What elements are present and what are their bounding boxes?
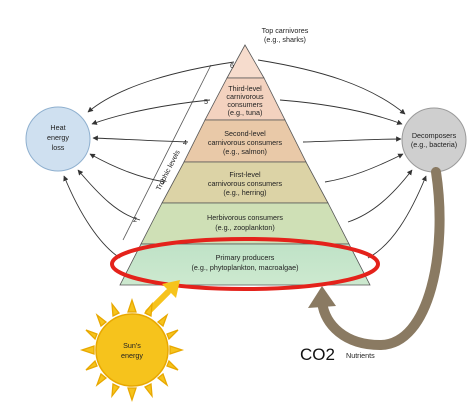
tier-third-label-3: consumers: [227, 100, 263, 109]
tier-second-label-2: carnivorous consumers: [208, 138, 283, 147]
nutrients-label: Nutrients: [346, 351, 375, 360]
heat-label-2: energy: [47, 133, 69, 142]
tier-third-label-4: (e.g., tuna): [228, 108, 263, 117]
top-carnivores-example: (e.g., sharks): [264, 35, 306, 44]
level-number-5: 5: [204, 97, 208, 106]
sun-label-1: Sun's: [123, 341, 141, 350]
tier-primary-label-1: Primary producers: [216, 253, 275, 262]
sun-energy: Sun's energy: [79, 280, 185, 403]
co2-label: CO2: [300, 345, 335, 364]
tier-third-label-2: carnivorous: [226, 92, 264, 101]
heat-label-3: loss: [52, 143, 65, 152]
sun-arrowhead: [162, 280, 180, 298]
tier-herb-label-1: Herbivorous consumers: [207, 213, 283, 222]
tier-first-label-1: First-level: [229, 170, 261, 179]
tier-first-label-3: (e.g., herring): [223, 188, 266, 197]
decomposers-label-2: (e.g., bacteria): [411, 140, 457, 149]
decomposers: Decomposers (e.g., bacteria): [401, 107, 467, 173]
tier-herb-label-2: (e.g., zooplankton): [215, 223, 275, 232]
tier-labels: Third-level carnivorous consumers (e.g.,…: [191, 84, 298, 272]
nutrients-arrowhead: [308, 286, 336, 308]
heat-energy-loss: Heat energy loss: [25, 106, 91, 172]
decomposer-arrows: [257, 59, 427, 259]
heat-loss-arrows: [63, 61, 235, 259]
tier-primary-producers: [119, 243, 371, 286]
primary-producers-highlight: [110, 237, 380, 291]
heat-circle: [25, 106, 91, 172]
heat-label-1: Heat: [50, 123, 65, 132]
tier-third-label-1: Third-level: [228, 84, 262, 93]
tier-second-label-1: Second-level: [224, 129, 266, 138]
decomposers-label-1: Decomposers: [412, 131, 457, 140]
tier-primary-label-2: (e.g., phytoplankton, macroalgae): [191, 263, 298, 272]
top-carnivores-label: Top carnivores: [262, 26, 309, 35]
nutrients-arrow: Nutrients: [308, 167, 445, 360]
nutrients-arrow-body: [317, 167, 445, 351]
level-number-2: 2: [133, 215, 137, 224]
level-number-4: 4: [183, 138, 187, 147]
pyramid: [119, 44, 371, 286]
tier-first-label-2: carnivorous consumers: [208, 179, 283, 188]
sun-label-2: energy: [121, 351, 143, 360]
tier-second-label-3: (e.g., salmon): [223, 147, 267, 156]
sun-icon: [79, 297, 185, 403]
level-number-6: 6: [230, 61, 234, 70]
